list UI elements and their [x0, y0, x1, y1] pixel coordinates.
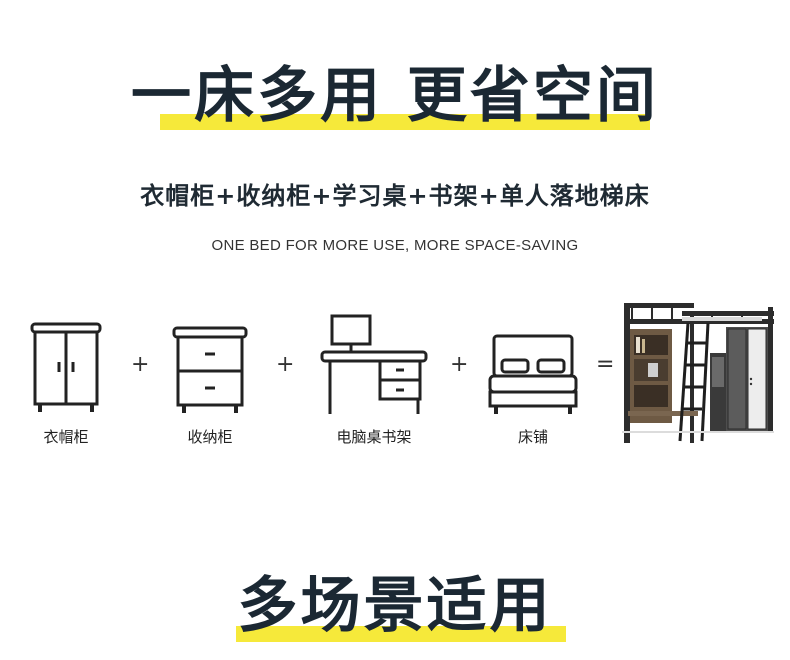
item-label: 电脑桌书架	[336, 428, 412, 446]
bed-icon	[488, 334, 578, 414]
item-label: 衣帽柜	[43, 428, 89, 446]
item-storage-cabinet: 收纳柜	[170, 318, 250, 447]
item-label: 床铺	[517, 428, 548, 446]
equals-operator: =	[596, 352, 615, 377]
wardrobe-icon	[30, 322, 102, 412]
loft-bed-product-image	[622, 293, 774, 443]
subtitle: 衣帽柜+收纳柜+学习桌+书架+单人落地梯床	[140, 182, 650, 210]
section-headline: 多场景适用	[237, 571, 553, 641]
computer-desk-icon	[320, 314, 428, 414]
item-bed: 床铺	[486, 330, 580, 447]
plus-operator: +	[450, 352, 469, 377]
plus-operator: +	[131, 352, 150, 377]
headline-highlight-bar	[160, 114, 650, 130]
item-computer-desk: 电脑桌书架	[318, 312, 430, 447]
storage-cabinet-icon	[172, 326, 248, 413]
item-wardrobe: 衣帽柜	[24, 318, 108, 447]
main-headline: 一床多用 更省空间	[131, 61, 659, 131]
plus-operator: +	[276, 352, 295, 377]
item-label: 收纳柜	[187, 428, 233, 446]
headline2-highlight-bar	[236, 626, 566, 642]
subtitle-english: ONE BED FOR MORE USE, MORE SPACE-SAVING	[211, 237, 579, 254]
